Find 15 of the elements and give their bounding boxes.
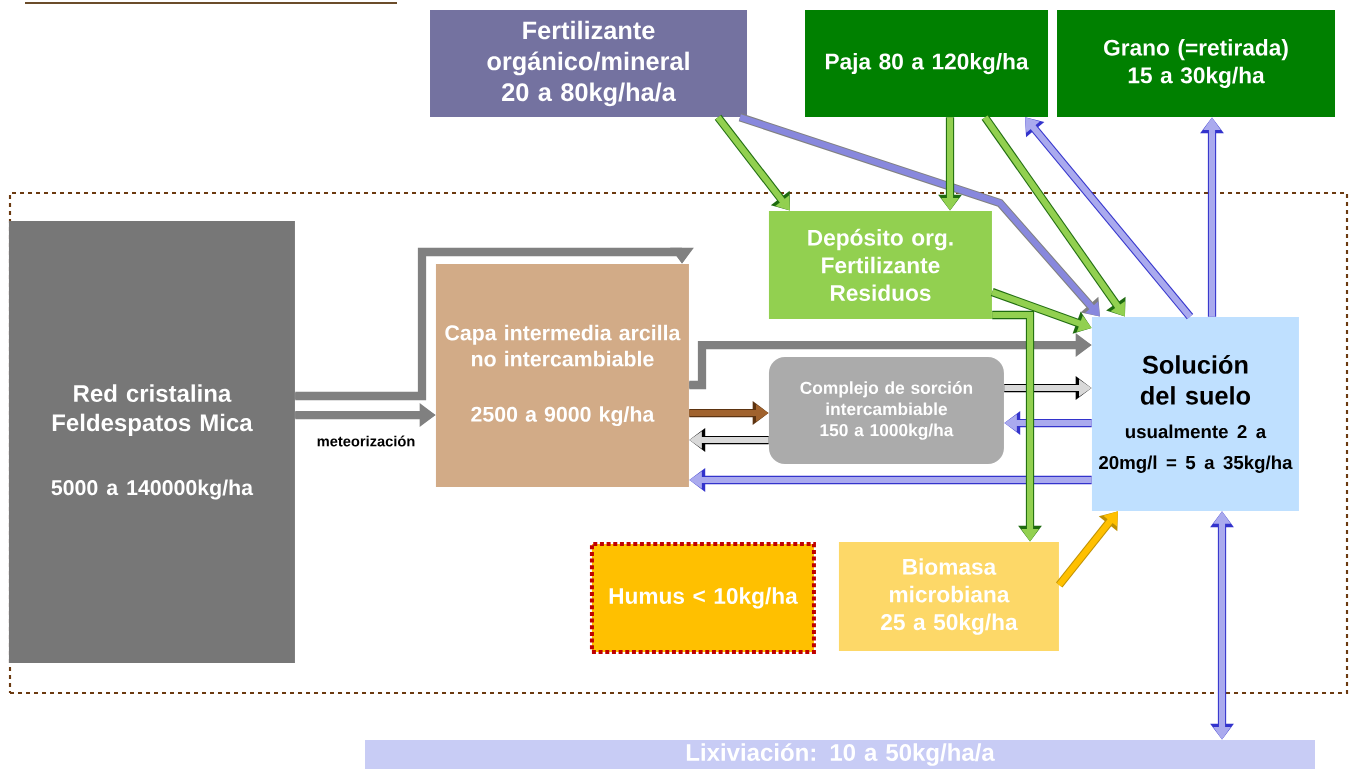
output-box: Grano (=retirada) 15 a 30kg/ha [1057,10,1335,117]
pool-box: Solución del suelo usualmente 2 a 20mg/l = 5 a 35kg/ha [1091,316,1299,511]
edge-label: meteorización [317,435,415,447]
pool-box: Depósito org. Fertilizante Residuos [768,210,992,319]
input-box: Fertilizante orgánico/mineral 20 a 80kg/ha/a [430,10,747,117]
dotted-box: Humus < 10kg/ha [589,541,816,654]
output-box: Paja 80 a 120kg/ha [805,10,1048,117]
arrow [1025,117,1194,320]
rounded-box: Complejo de sorción intercambiable 150 a 1000kg/ha [768,356,1004,464]
pool-box: Red cristalina Feldespatos Mica 5000 a 140000kg/ha [8,220,295,663]
arrow [1055,511,1118,588]
pool-box: Biomasa microbiana 25 a 50kg/ha [838,541,1059,651]
arrow [295,246,694,401]
pool-box: Capa intermedia arcilla no intercambiable 2500 a 9000 kg/ha [435,263,689,487]
arrow [738,113,1100,317]
